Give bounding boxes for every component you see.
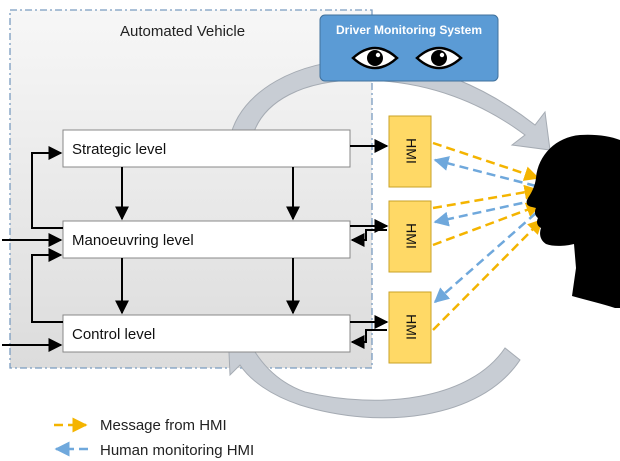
- monitoring-arrow-3: [433, 212, 537, 303]
- container-title: Automated Vehicle: [120, 23, 245, 40]
- control-hmi-link: [350, 329, 387, 349]
- control-level-box: [62, 314, 351, 353]
- dms-title: Driver Monitoring System: [336, 23, 482, 37]
- feedback-manoeuvring-to-strategic: [31, 146, 63, 229]
- monitoring-arrow-2: [433, 198, 537, 227]
- strategic-level-label: Strategic level: [72, 141, 166, 158]
- hmi-label-1: HMI: [403, 138, 419, 164]
- hmi-label-3: HMI: [403, 314, 419, 340]
- message-arrow-4: [432, 218, 544, 331]
- eye-icon: [351, 46, 399, 70]
- message-arrow-2: [432, 184, 540, 210]
- legend-monitoring-label: Human monitoring HMI: [100, 442, 254, 459]
- monitoring-arrow-1: [433, 156, 537, 188]
- hmi-box-1: [388, 115, 432, 188]
- hmi-label-2: HMI: [403, 223, 419, 249]
- manoeuvring-level-box: [62, 220, 351, 259]
- feedback-control-to-manoeuvring: [31, 248, 63, 323]
- hmi-box-3: [388, 291, 432, 364]
- message-arrow-1: [432, 141, 540, 181]
- strategic-level-box: [62, 129, 351, 168]
- hmi-box-2: [388, 200, 432, 273]
- message-arrow-3: [432, 202, 542, 247]
- legend-message-label: Message from HMI: [100, 417, 227, 434]
- driver-head-icon: [526, 134, 620, 308]
- big-arrow-top: [229, 59, 551, 151]
- control-level-label: Control level: [72, 326, 155, 343]
- eye-icon: [415, 46, 463, 70]
- automated-vehicle-container: [9, 9, 373, 369]
- manoeuvring-level-label: Manoeuvring level: [72, 232, 194, 249]
